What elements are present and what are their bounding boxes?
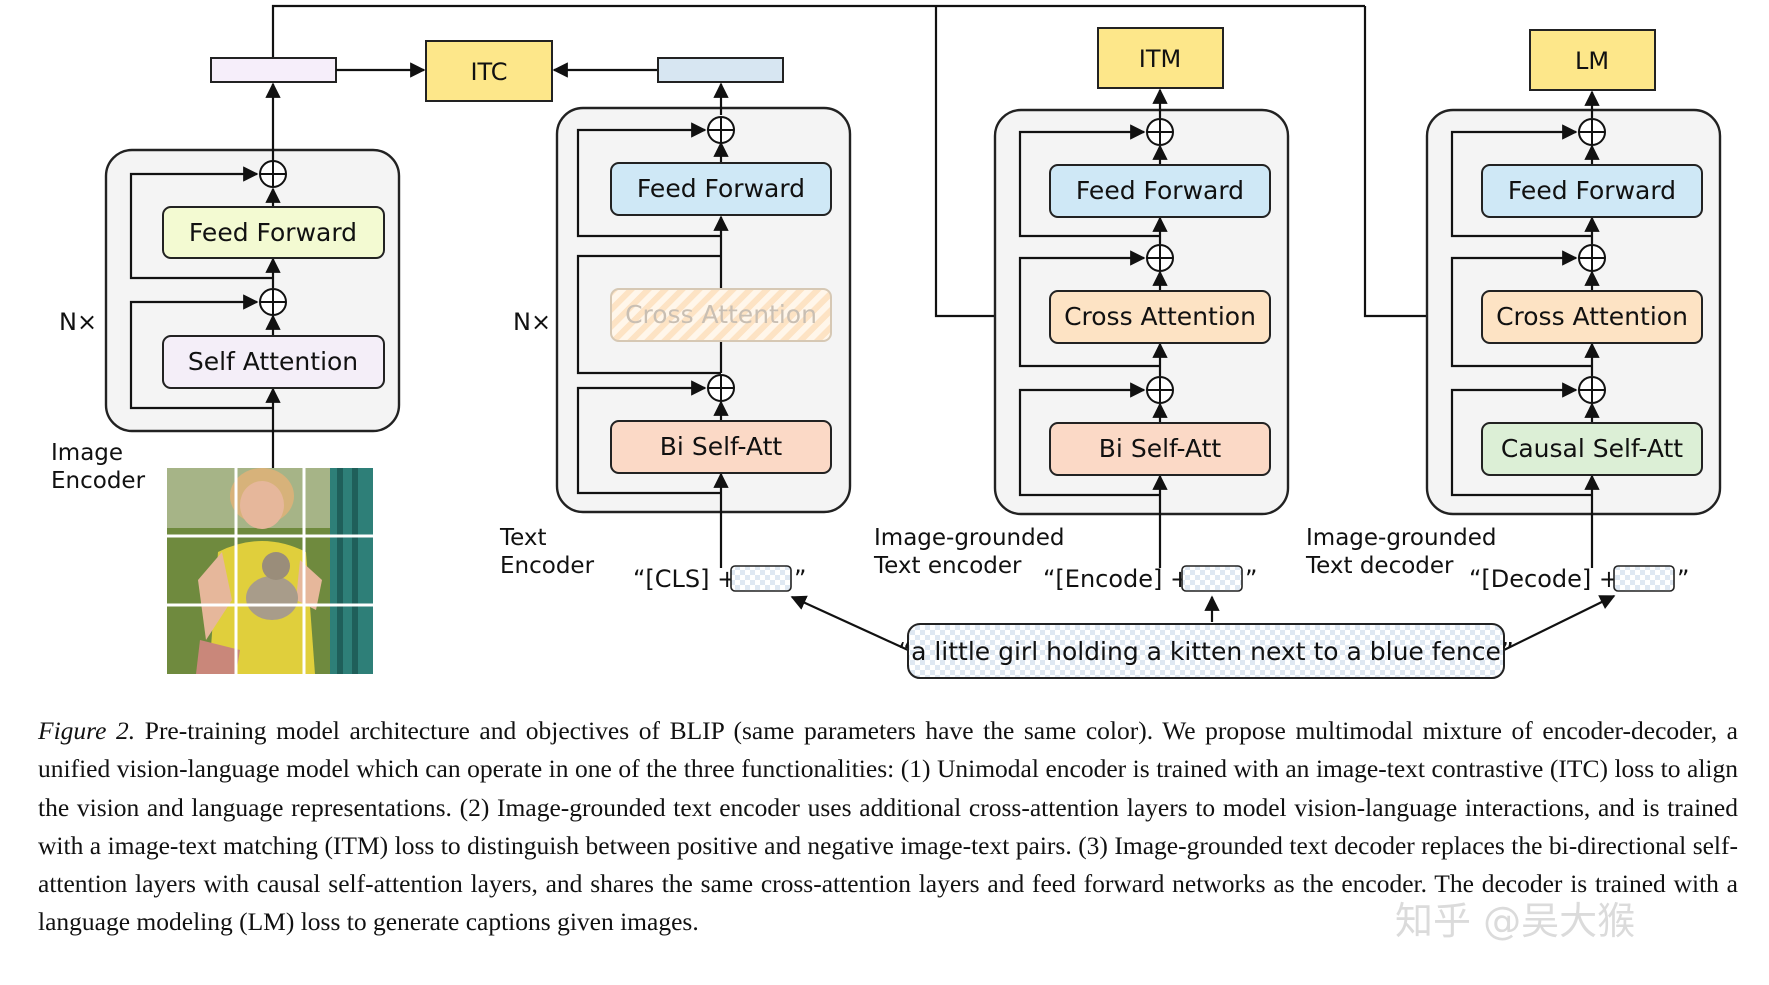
figure-caption: Figure 2. Pre-training model architectur… [38, 712, 1738, 942]
image-embedding-bar [210, 57, 337, 83]
lm-label: LM [1575, 47, 1609, 75]
bi-self-att-block-grounded [1049, 422, 1271, 476]
encode-input-token [1181, 565, 1243, 592]
text-embedding-bar [657, 57, 784, 83]
feed-forward-label-decoder: Feed Forward [1508, 176, 1676, 205]
feed-forward-label-grounded-encoder: Feed Forward [1076, 176, 1244, 205]
cross-attention-block-decoder [1481, 290, 1703, 344]
cross-attention-block-disabled [610, 288, 832, 342]
feed-forward-block-text-encoder [610, 162, 832, 216]
bi-self-att-block-text-encoder [610, 420, 832, 474]
feed-forward-label-text-encoder: Feed Forward [637, 174, 805, 203]
causal-self-att-label: Causal Self-Att [1501, 434, 1683, 463]
itm-label: ITM [1139, 45, 1181, 73]
image-encoder: Self Attention Feed Forward N× Image Enc… [51, 57, 401, 494]
image-grounded-text-encoder: ITM Bi Self-Att Cross Attention Feed For… [873, 27, 1290, 593]
cls-input-suffix: ” [794, 565, 806, 593]
text-encoder: Bi Self-Att Cross Attention Feed Forward… [499, 57, 852, 593]
figure-caption-text: Pre-training model architecture and obje… [38, 716, 1738, 937]
decode-input-suffix: ” [1677, 565, 1689, 593]
feed-forward-block-decoder [1481, 164, 1703, 218]
caption-text-box [907, 623, 1505, 679]
image-encoder-label-line1: Image [51, 440, 123, 466]
cross-attention-label-disabled: Cross Attention [625, 300, 817, 329]
grounded-encoder-label-line1: Image-grounded [874, 525, 1064, 551]
itm-box [1097, 27, 1224, 89]
decode-input-token [1613, 565, 1675, 592]
repeat-label-image: N× [59, 308, 97, 336]
image-encoder-label-line2: Encoder [51, 468, 146, 494]
input-image [167, 468, 373, 674]
text-encoder-label-line2: Encoder [500, 553, 595, 579]
text-encoder-label-line1: Text [499, 525, 547, 551]
bi-self-att-label-text-encoder: Bi Self-Att [660, 432, 783, 461]
encode-input-prefix: “[Encode] + [1043, 565, 1190, 593]
feed-forward-block-image [162, 206, 385, 259]
watermark: 知乎 @吴大猴 [1395, 899, 1636, 943]
feed-forward-block-grounded-encoder [1049, 164, 1271, 218]
self-attention-block [162, 335, 385, 389]
itc-objective: ITC [336, 40, 658, 102]
image-grounded-text-decoder: LM Causal Self-Att Cross Attention Feed … [1305, 29, 1722, 593]
self-attention-label: Self Attention [188, 347, 358, 376]
causal-self-att-block [1481, 422, 1703, 476]
lm-box [1529, 29, 1656, 91]
feed-forward-label-image: Feed Forward [189, 218, 357, 247]
blip-architecture-diagram: Self Attention Feed Forward N× Image Enc… [51, 4, 1722, 679]
cross-attention-label-grounded-encoder: Cross Attention [1064, 302, 1256, 331]
bi-self-att-label-grounded: Bi Self-Att [1099, 434, 1222, 463]
cls-input-token [730, 565, 792, 592]
grounded-decoder-label-line2: Text decoder [1305, 553, 1454, 579]
cross-attention-block-grounded-encoder [1049, 290, 1271, 344]
cross-attention-label-decoder: Cross Attention [1496, 302, 1688, 331]
caption-input: “a little girl holding a kitten next to … [790, 595, 1616, 679]
caption-text-input: “a little girl holding a kitten next to … [898, 637, 1514, 666]
decode-input-prefix: “[Decode] + [1469, 565, 1619, 593]
grounded-decoder-label-line1: Image-grounded [1306, 525, 1496, 551]
figure-label: Figure 2. [38, 716, 136, 745]
itc-label: ITC [470, 58, 507, 86]
repeat-label-text: N× [513, 308, 551, 336]
itc-box [425, 40, 553, 102]
encode-input-suffix: ” [1245, 565, 1257, 593]
cls-input-prefix: “[CLS] + [633, 565, 737, 593]
grounded-encoder-label-line2: Text encoder [873, 553, 1022, 579]
